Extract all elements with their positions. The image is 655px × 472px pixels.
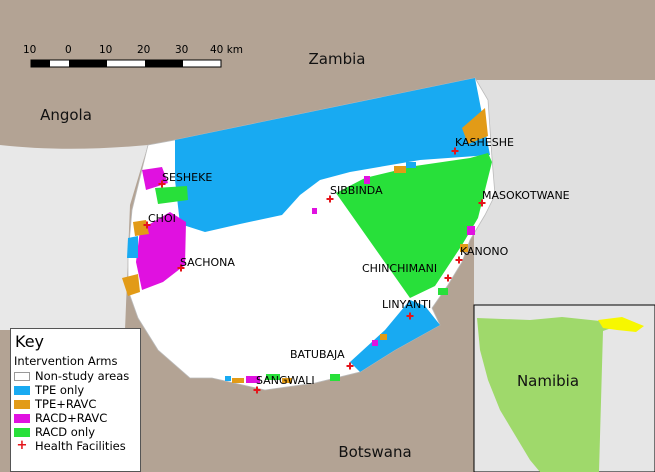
place-label-choi: CHOI [148, 212, 176, 225]
legend-label: TPE+RAVC [35, 397, 97, 411]
racd-ravc-patch [467, 226, 475, 235]
legend-label: RACD only [35, 425, 96, 439]
place-label-sangwali: SANGWALI [256, 374, 315, 387]
place-labels: SESHEKE KASHESHE SIBBINDA MASOKOTWANE CHOI SA… [148, 136, 570, 387]
inset-caprivi-highlight [598, 317, 644, 332]
inset-namibia-shape [477, 317, 617, 472]
tpe-ravc-patch [282, 378, 292, 383]
health-facility-marker [455, 256, 463, 264]
racd-ravc-sachona [136, 212, 186, 290]
racd-only-patch [438, 288, 448, 295]
legend-item-tpe-only: TPE only [14, 383, 140, 397]
legend-label: Health Facilities [35, 439, 126, 453]
scale-label: 10 [23, 44, 36, 56]
legend-label: RACD+RAVC [35, 411, 108, 425]
scale-label: 10 [99, 44, 112, 56]
tpe-only-linyanti [350, 300, 440, 372]
legend-item-non-study: Non-study areas [14, 369, 140, 383]
tpe-ravc-patch [394, 166, 406, 173]
scale-label: 30 [175, 44, 188, 56]
place-label-kanono: KANONO [460, 245, 509, 258]
health-facility-marker [406, 312, 414, 320]
tpe-ravc-patch [380, 334, 387, 340]
health-facility-marker [143, 221, 151, 229]
place-label-kasheshe: KASHESHE [455, 136, 514, 149]
place-label-chinchimani: CHINCHIMANI [362, 262, 437, 275]
health-facility-marker [253, 386, 261, 394]
country-label-namibia: Namibia [517, 372, 579, 390]
racd-only-patch [266, 374, 280, 380]
legend-item-tpe-ravc: TPE+RAVC [14, 397, 140, 411]
country-label-angola: Angola [40, 106, 92, 124]
place-label-masokotwane: MASOKOTWANE [482, 189, 570, 202]
legend-label: Non-study areas [35, 369, 130, 383]
legend-label: TPE only [35, 383, 85, 397]
health-facility-marker [451, 147, 459, 155]
scale-bar: 10 0 10 20 30 40 km [23, 44, 243, 68]
place-label-linyanti: LINYANTI [382, 298, 431, 311]
health-facility-marker [346, 362, 354, 370]
place-label-sesheke: SESHEKE [162, 171, 212, 184]
racd-only-region-east [336, 153, 492, 298]
racd-ravc-patch [246, 376, 260, 383]
health-facility-marker [478, 199, 486, 207]
racd-ravc-patch [364, 176, 370, 184]
legend-item-racd-only: RACD only [14, 425, 140, 439]
tpe-ravc-kasheshe [462, 108, 488, 144]
tpe-only-west [127, 236, 138, 258]
tpe-ravc-patch [232, 378, 244, 383]
tpe-ravc-west [122, 274, 140, 296]
racd-ravc-patch [312, 208, 317, 214]
namibia-west-area [0, 145, 148, 330]
legend-title: Key [15, 332, 45, 351]
country-label-zambia: Zambia [309, 50, 366, 68]
tpe-only-region-north [175, 78, 490, 232]
place-label-sachona: SACHONA [180, 256, 235, 269]
tpe-only-patch [406, 162, 416, 168]
legend-swatch [14, 399, 30, 409]
place-label-sibbinda: SIBBINDA [330, 184, 383, 197]
tpe-only-patch [225, 376, 231, 381]
racd-only-patch [330, 374, 340, 381]
health-facility-markers [143, 147, 486, 394]
tpe-ravc-patch [460, 244, 468, 252]
legend-item-health-facilities: + Health Facilities [14, 439, 140, 453]
cross-icon: + [16, 438, 28, 453]
namibia-east-area [474, 80, 655, 305]
racd-ravc-patch [372, 340, 378, 346]
scale-label: 20 [137, 44, 150, 56]
legend-swatch [14, 413, 30, 423]
scale-label: 0 [65, 44, 72, 56]
inset-map [473, 304, 655, 472]
health-facility-marker [444, 274, 452, 282]
scale-label: 40 km [210, 44, 243, 56]
legend: Key Intervention Arms Non-study areas TP… [10, 328, 141, 472]
legend-item-racd-ravc: RACD+RAVC [14, 411, 140, 425]
legend-swatch [14, 385, 30, 395]
health-facility-marker [326, 195, 334, 203]
racd-only-sesheke [155, 186, 188, 204]
health-facility-marker [158, 180, 166, 188]
place-label-batubaja: BATUBAJA [290, 348, 345, 361]
legend-subtitle: Intervention Arms [14, 354, 118, 368]
legend-swatch [14, 371, 30, 381]
country-label-botswana: Botswana [338, 443, 411, 461]
health-facility-marker [177, 264, 185, 272]
legend-swatch [14, 427, 30, 437]
